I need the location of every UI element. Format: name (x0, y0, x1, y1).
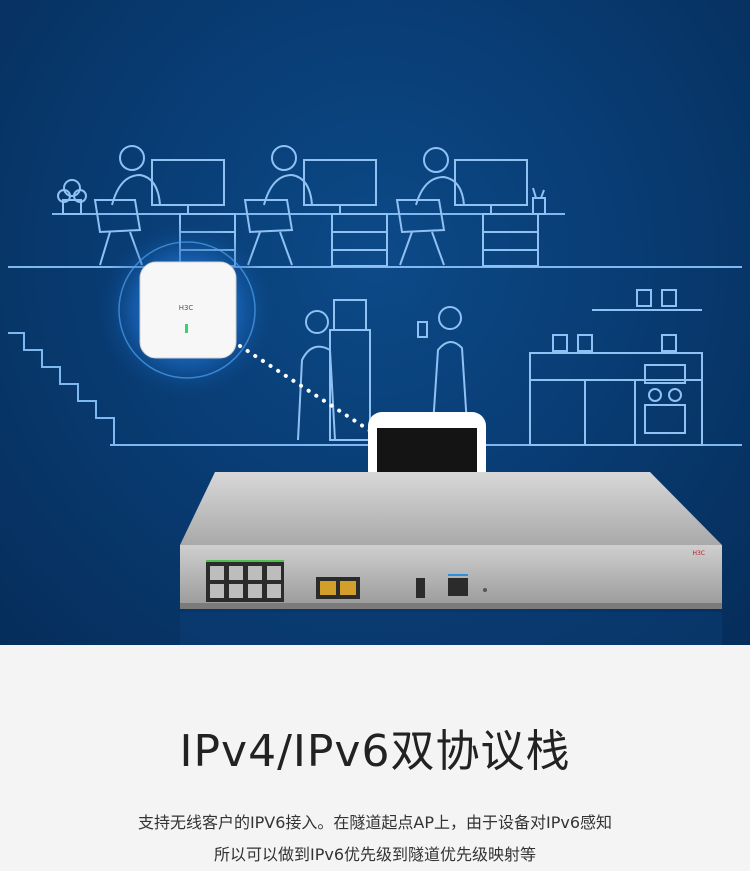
wireless-link (238, 344, 374, 434)
controller-top (180, 472, 722, 545)
controller-brand-logo: H3C (692, 550, 705, 557)
description-line-2: 所以可以做到IPv6优先级到隧道优先级映射等 (213, 845, 537, 864)
usb-port (416, 578, 425, 598)
office-scene: H3C H3C (8, 145, 742, 645)
ap-status-led (185, 324, 188, 333)
content-section: IPv4/IPv6双协议栈 支持无线客户的IPV6接入。在隧道起点AP上，由于设… (0, 645, 750, 868)
hero-illustration: H3C H3C (0, 0, 750, 645)
console-port (448, 578, 468, 596)
ap-brand-logo: H3C (179, 304, 194, 312)
headline: IPv4/IPv6双协议栈 (179, 726, 571, 777)
access-point (139, 261, 237, 359)
desk-group (57, 145, 703, 446)
description: 支持无线客户的IPV6接入。在隧道起点AP上，由于设备对IPv6感知 所以可以做… (0, 807, 750, 871)
description-line-1: 支持无线客户的IPV6接入。在隧道起点AP上，由于设备对IPv6感知 (137, 813, 613, 832)
